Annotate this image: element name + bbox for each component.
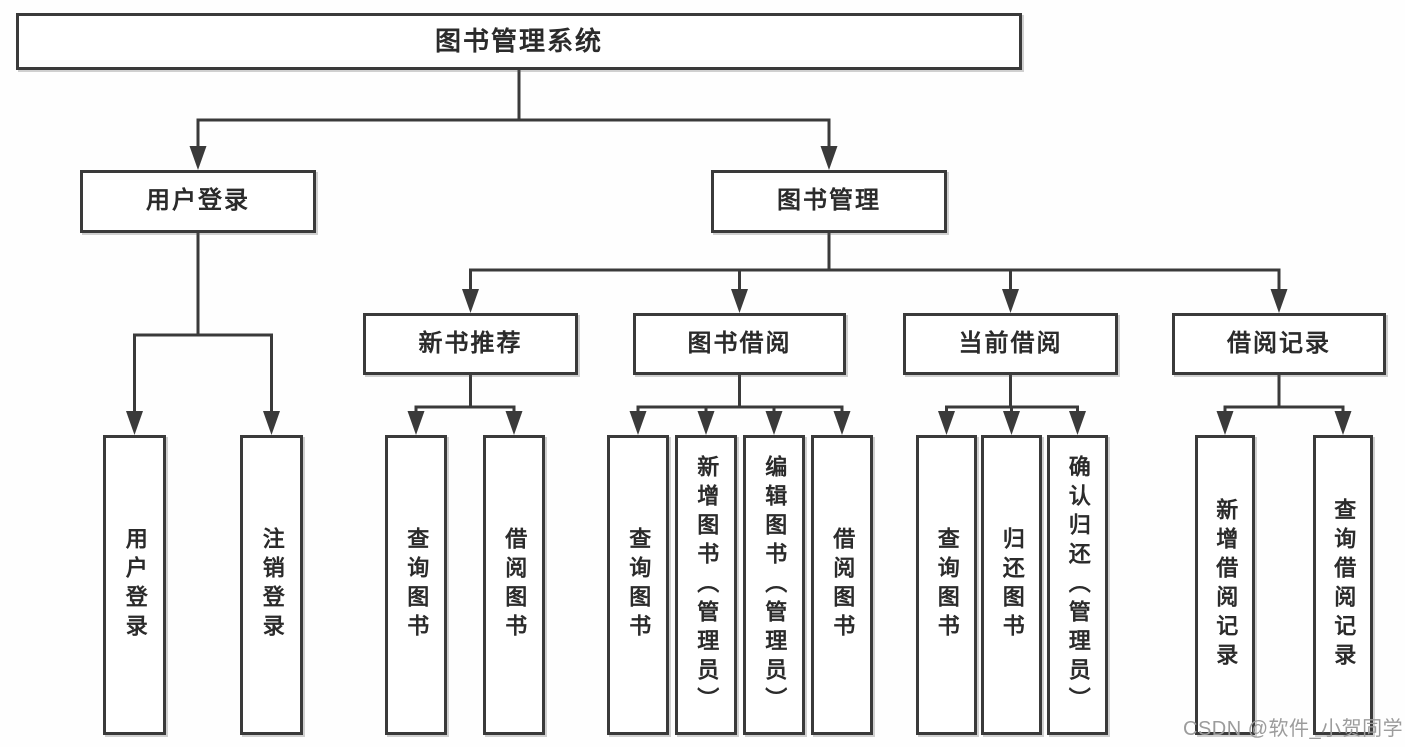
node-user-login: 用户登录: [80, 170, 316, 233]
node-leaf-cb-confirm: 确认归还（管理员）: [1047, 435, 1108, 735]
arrowhead-icon: [731, 289, 748, 313]
arrowhead-icon: [765, 411, 783, 435]
arrowhead-icon: [407, 411, 425, 435]
node-book-mgmt: 图书管理: [711, 170, 947, 233]
node-leaf-bb-edit: 编辑图书（管理员）: [743, 435, 805, 735]
edge-book-mgmt-split: [462, 233, 1288, 313]
arrowhead-icon: [1270, 289, 1288, 313]
node-leaf-cb-query: 查询图书: [916, 435, 977, 735]
edge-new-books-split: [407, 375, 523, 435]
arrowhead-icon: [462, 289, 479, 313]
arrowhead-icon: [833, 411, 851, 435]
edge-borrow-records-split: [1216, 375, 1352, 435]
edge-book-borrow-split: [629, 375, 851, 435]
node-root: 图书管理系统: [16, 13, 1022, 70]
edge-user-login-split: [126, 233, 280, 435]
node-leaf-nb-borrow: 借阅图书: [483, 435, 545, 735]
edge-root-split: [189, 70, 838, 170]
node-new-books: 新书推荐: [363, 313, 578, 375]
arrowhead-icon: [189, 146, 207, 170]
arrowhead-icon: [1334, 411, 1352, 435]
arrowhead-icon: [1002, 289, 1019, 313]
arrowhead-icon: [629, 411, 647, 435]
node-leaf-logout: 注销登录: [240, 435, 303, 735]
arrowhead-icon: [697, 411, 715, 435]
node-leaf-user-login: 用户登录: [103, 435, 166, 735]
arrowhead-icon: [820, 146, 838, 170]
arrowhead-icon: [938, 411, 955, 435]
arrowhead-icon: [126, 411, 143, 435]
node-leaf-bb-borrow: 借阅图书: [811, 435, 873, 735]
node-leaf-bb-add: 新增图书（管理员）: [675, 435, 737, 735]
node-current-borrow: 当前借阅: [903, 313, 1118, 375]
node-leaf-br-query: 查询借阅记录: [1313, 435, 1373, 735]
node-leaf-br-add: 新增借阅记录: [1195, 435, 1255, 735]
node-leaf-cb-return: 归还图书: [981, 435, 1042, 735]
node-leaf-nb-query: 查询图书: [385, 435, 447, 735]
edge-current-borrow-split: [938, 375, 1086, 435]
arrowhead-icon: [1216, 411, 1234, 435]
watermark-text: CSDN @软件_小贺同学: [1183, 718, 1404, 740]
node-leaf-bb-query: 查询图书: [607, 435, 669, 735]
arrowhead-icon: [1003, 411, 1020, 435]
node-borrow-records: 借阅记录: [1172, 313, 1386, 375]
node-book-borrow: 图书借阅: [633, 313, 846, 375]
arrowhead-icon: [505, 411, 523, 435]
arrowhead-icon: [1069, 411, 1086, 435]
arrowhead-icon: [263, 411, 280, 435]
